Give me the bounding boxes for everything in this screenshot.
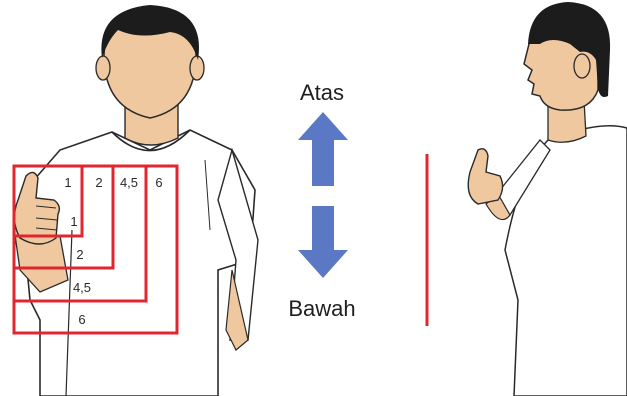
box-labels-side: 1 2 4,5 6	[70, 214, 91, 327]
label-up: Atas	[300, 80, 344, 105]
front-thumbs-up-hand	[13, 171, 61, 245]
box-position-6	[12, 164, 179, 335]
side-thumbs-up-hand	[467, 148, 504, 205]
top-label-6: 6	[155, 175, 162, 190]
position-boxes	[12, 164, 179, 335]
arrow-up-icon	[298, 112, 348, 186]
arrow-down-icon	[298, 206, 348, 278]
side-label-6: 6	[78, 312, 85, 327]
side-view-person	[467, 2, 627, 396]
side-label-2: 2	[76, 247, 83, 262]
front-arm-right	[217, 147, 259, 341]
box-labels-top: 1 2 4,5 6	[64, 175, 162, 190]
label-down: Bawah	[288, 296, 355, 321]
top-label-4-5: 4,5	[120, 175, 138, 190]
top-label-1: 1	[64, 175, 71, 190]
side-label-4-5: 4,5	[73, 280, 91, 295]
front-view-person	[13, 5, 259, 396]
front-hair	[101, 5, 199, 60]
side-hair	[528, 2, 611, 97]
top-label-2: 2	[95, 175, 102, 190]
side-label-1: 1	[70, 214, 77, 229]
